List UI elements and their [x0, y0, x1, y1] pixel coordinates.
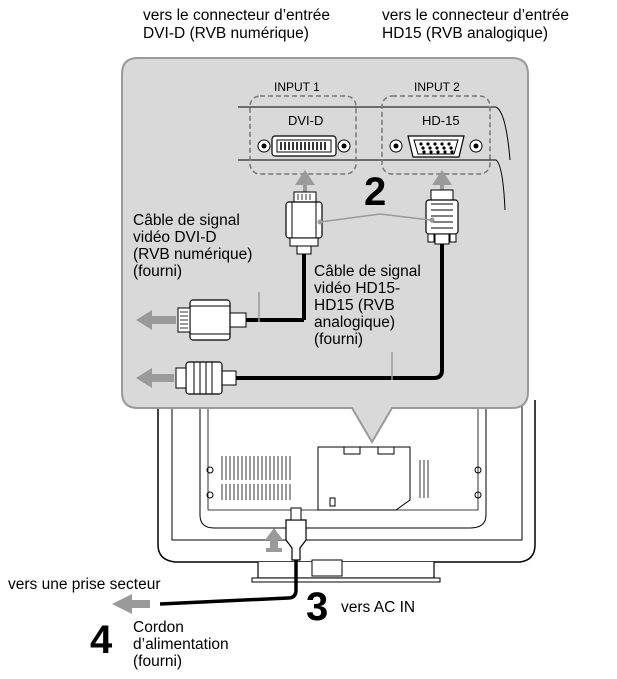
hd15-connector-label: HD-15: [422, 113, 460, 128]
hd15-plug-lower: [175, 361, 237, 395]
power-cord-label-3: (fourni): [133, 653, 183, 670]
power-cord-label-2: d’alimentation: [133, 636, 229, 653]
hd15-out-arrow: [136, 368, 174, 388]
input1-label: INPUT 1: [274, 80, 320, 94]
dvi-plug-lower: [177, 299, 247, 341]
input2-label: INPUT 2: [414, 80, 460, 94]
dvi-d-port: [257, 135, 351, 157]
step-2-number: 2: [364, 170, 387, 214]
power-cord-label-1: Cordon: [133, 619, 184, 636]
hd15-plug: [425, 189, 459, 245]
hd15-cable: [236, 244, 444, 380]
hd15-cable-label-5: (fourni): [314, 331, 364, 348]
insert-arrows: [295, 170, 452, 192]
dvi-cable-label-3: (RVB numérique): [133, 246, 253, 263]
dvi-d-connector-label: DVI-D: [288, 113, 324, 128]
dvi-out-arrow: [136, 310, 176, 330]
dvi-plug: [285, 191, 323, 320]
leader-lines: [319, 213, 431, 223]
dvi-cable-label-1: Câble de signal: [133, 212, 240, 229]
dvi-input-label-line2: DVI-D (RVB numérique): [143, 25, 309, 42]
input2-box: [381, 95, 491, 175]
outlet-label: vers une prise secteur: [8, 576, 161, 593]
hd15-cable-label-4: analogique): [314, 314, 396, 331]
hd15-cable-label-2: vidéo HD15-: [314, 280, 401, 297]
hd15-cable-label-3: HD15 (RVB: [314, 297, 395, 314]
hd15-input-label-line1: vers le connecteur d’entrée: [382, 7, 569, 24]
panel-edge: [238, 106, 511, 211]
hd15-input-label-line2: HD15 (RVB analogique): [382, 25, 549, 42]
outlet-arrow: [112, 594, 150, 614]
dvi-cable-label-2: vidéo DVI-D: [133, 229, 217, 246]
step-3-number: 3: [306, 585, 329, 629]
ac-in-label: vers AC IN: [341, 599, 416, 616]
hd15-cable-label-1: Câble de signal: [314, 263, 421, 280]
monitor-back: [157, 400, 536, 583]
ac-in-arrow: [265, 528, 283, 548]
step-4-number: 4: [90, 618, 113, 662]
hd15-port: [389, 135, 483, 158]
dvi-cable-label-4: (fourni): [133, 263, 183, 280]
power-cord: [159, 507, 307, 606]
dvi-input-label-line1: vers le connecteur d’entrée: [143, 7, 330, 24]
